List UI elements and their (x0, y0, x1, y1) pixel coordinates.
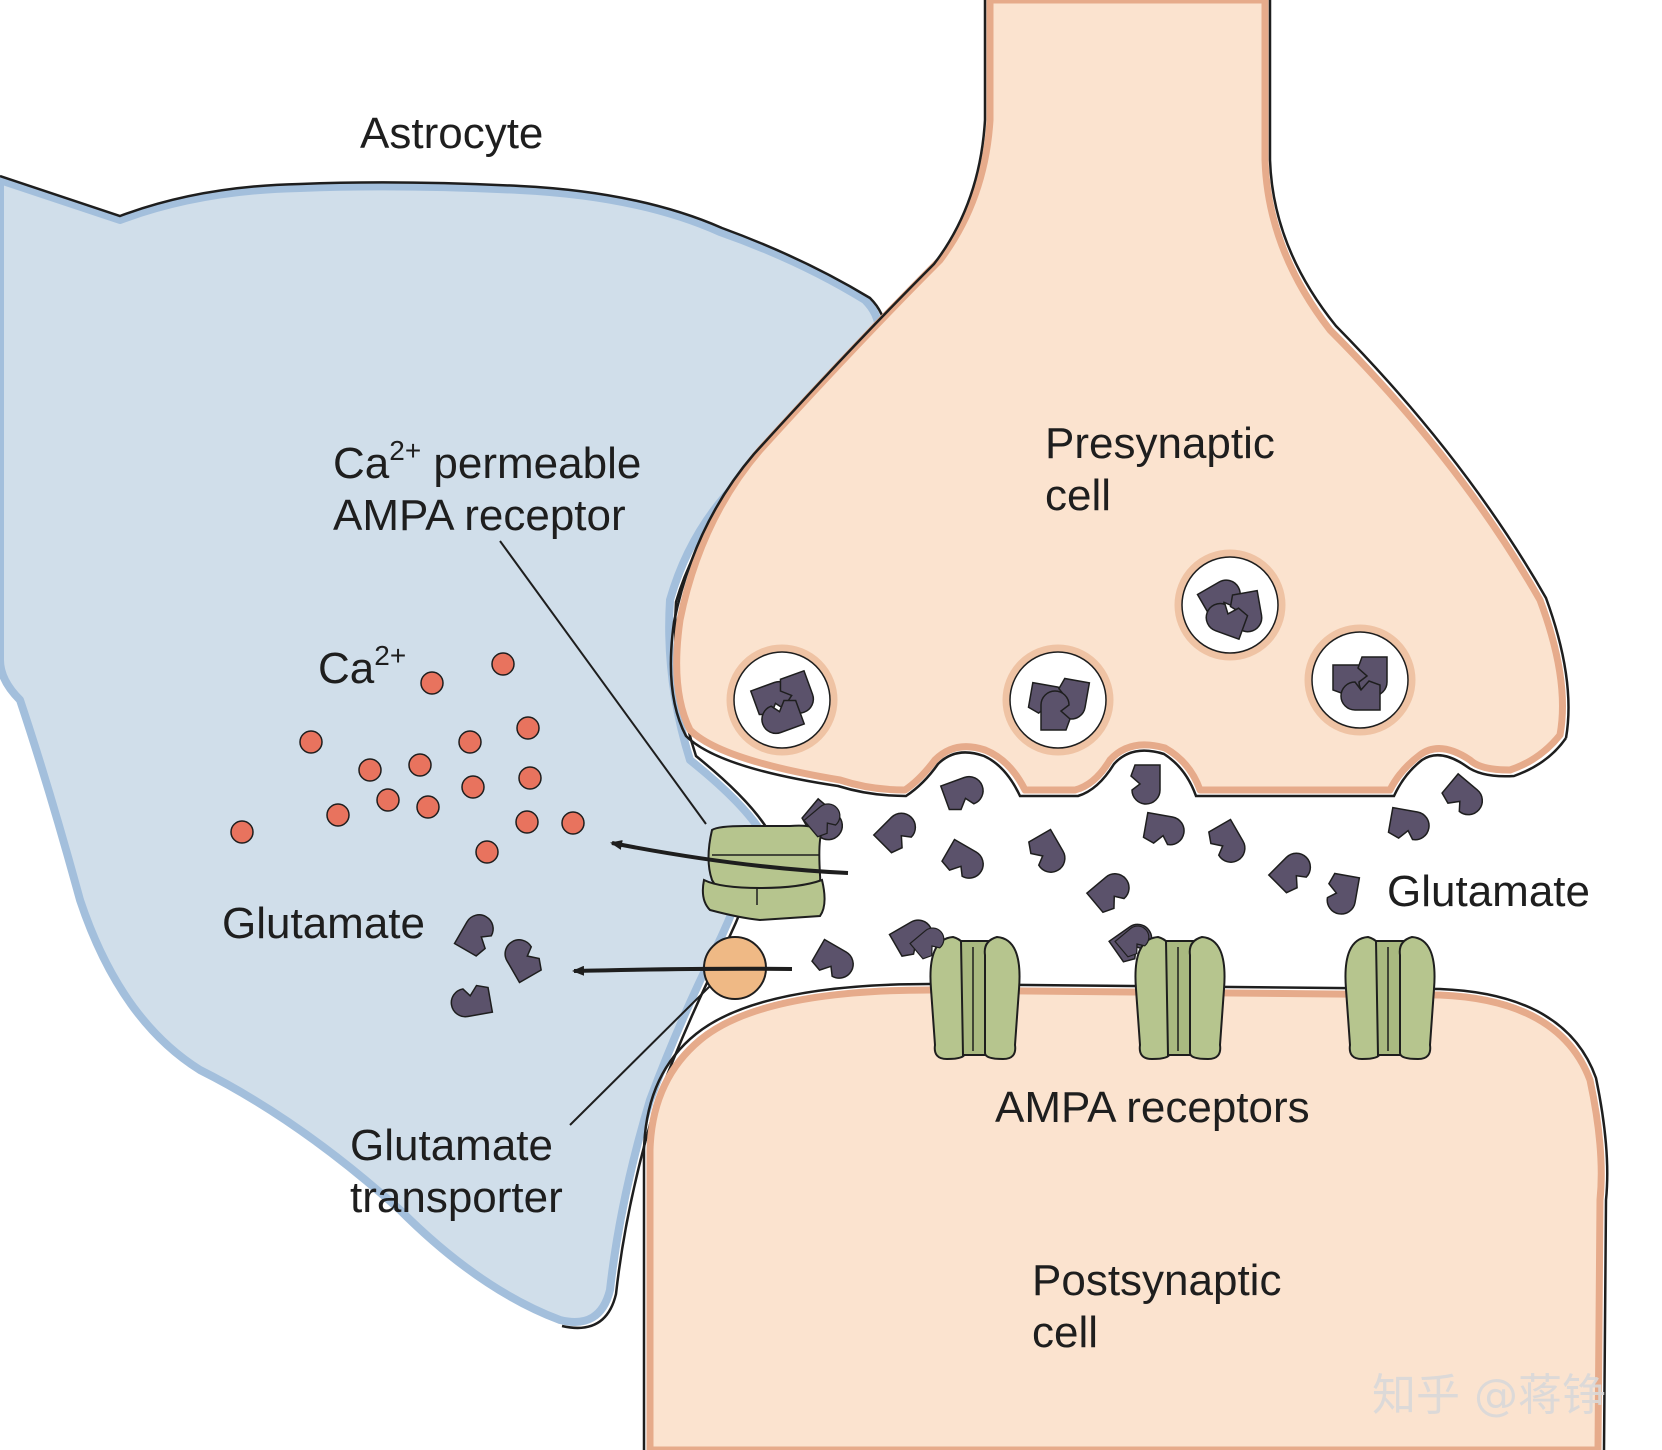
glutamate-transporter-label-line2: transporter (350, 1173, 563, 1222)
presynaptic-cell-label-line2: cell (1045, 471, 1111, 520)
glutamate-transporter-label-line1: Glutamate (350, 1121, 553, 1170)
postsynaptic-cell (646, 986, 1605, 1450)
calcium-ions (230, 652, 585, 864)
postsynaptic-cell-label-line1: Postsynaptic (1032, 1256, 1281, 1305)
ca-permeable-ampa-label-line2: AMPA receptor (333, 491, 626, 540)
astrocyte-glutamate-label: Glutamate (222, 899, 425, 948)
presynaptic-terminal (673, 0, 1566, 794)
presynaptic-outline (669, 0, 1570, 798)
synaptic-vesicle (1174, 549, 1286, 661)
ampa-receptors-label: AMPA receptors (995, 1083, 1310, 1132)
watermark: 知乎 @蒋铮 (1372, 1370, 1606, 1421)
ca-permeable-ampa-receptor (701, 798, 846, 922)
glutamate-uptake-arrow (572, 965, 793, 976)
ca-permeable-ampa-label-line1: Ca2+ permeable (333, 435, 641, 488)
synaptic-vesicle (1304, 624, 1416, 736)
calcium-ion-label: Ca2+ (318, 640, 406, 693)
cleft-glutamate-label: Glutamate (1387, 867, 1590, 916)
presynaptic-cell-label-line1: Presynaptic (1045, 419, 1275, 468)
ca-ampa-leader-line (499, 540, 707, 825)
synaptic-vesicle (726, 644, 838, 756)
astrocyte-label: Astrocyte (360, 109, 543, 158)
transporter-leader-line (569, 985, 711, 1126)
postsynaptic-cell-label-line2: cell (1032, 1308, 1098, 1357)
synaptic-vesicle (1002, 644, 1114, 756)
ca-influx-arrow (610, 840, 849, 875)
ampa-receptor (1344, 936, 1436, 1060)
